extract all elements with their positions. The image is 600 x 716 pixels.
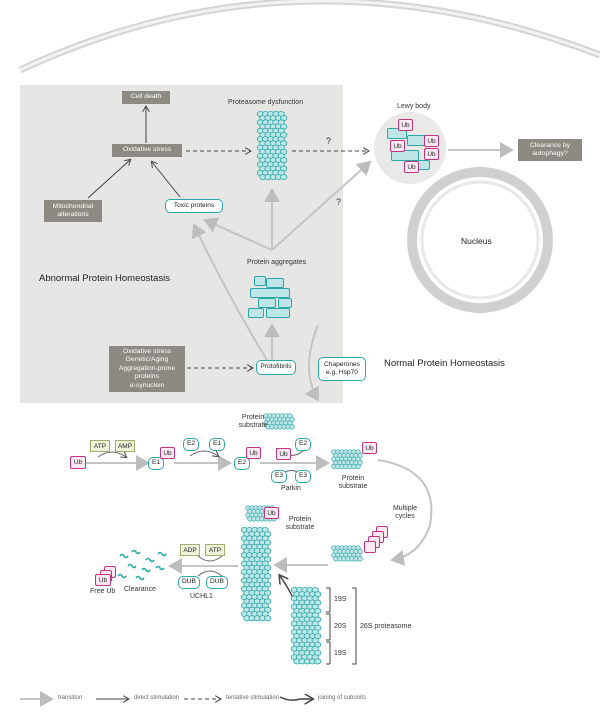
atp-box: ATP [90, 440, 110, 452]
peptide-fragment [127, 563, 137, 569]
lewy-inclusion [391, 150, 419, 161]
cause-synuclein: α-synuclein [129, 381, 165, 389]
cell-membrane-inner [19, 0, 600, 72]
active-proteasome-barrel [240, 527, 272, 622]
protein-aggregates-label: Protein aggregates [247, 259, 307, 266]
mitochondrial-box: Mitochondrial alterations [44, 200, 102, 222]
cause-aggregation: Aggregation-prone [118, 364, 176, 372]
peptide-fragment [117, 573, 127, 579]
amp-box: AMP [115, 440, 135, 452]
proteasome-dysfunction-barrel [256, 111, 288, 180]
e3-box-2: E3 [295, 470, 311, 483]
ub-substrate-mid: Ub [276, 448, 291, 460]
substrate-unit [289, 424, 295, 430]
cause-genetic: Genetic/Aging [125, 356, 169, 364]
lewy-inclusion [387, 128, 407, 139]
lewy-ub-tag: Ub [404, 161, 419, 173]
chaperones-box: Chaperones e.g. Hsp70 [318, 357, 366, 381]
proteasome-subunit [264, 615, 272, 622]
assembling-proteasome-barrel [290, 587, 322, 665]
question-mark-2: ? [336, 197, 342, 207]
parkin-label: Parkin [281, 485, 301, 492]
protein-substrate-label-right: Protein substrate [338, 475, 368, 490]
cell-death-box: Cell death [122, 91, 170, 104]
proteasome-26s-label: 26S proteasome [360, 623, 412, 630]
s19-top-label: 19S [334, 596, 347, 603]
causes-box: Oxidative stress Genetic/Aging Aggregati… [109, 346, 185, 392]
peptide-fragment [131, 549, 141, 555]
toxic-proteins-box: Toxic proteins [165, 199, 223, 213]
free-ub-label: Free Ub [90, 588, 116, 595]
e1-box-1: E1 [148, 457, 164, 470]
legend-tentative: tentative stimulation [226, 695, 280, 701]
substrate-unit [355, 463, 361, 470]
peptide-fragment [135, 575, 145, 581]
clearance-label: Clearance [124, 586, 156, 593]
dub-box-1: DUB [178, 576, 200, 589]
ub-proteasome-top: Ub [264, 507, 279, 519]
peptide-fragment [141, 567, 151, 573]
e2-box-2: E2 [234, 457, 250, 470]
legend-direct: direct stimulation [134, 695, 180, 701]
legend-joining: joining of subunits [318, 695, 367, 701]
free-ub-tag: Ub [95, 574, 111, 586]
protein-substrate-label-top: Protein substrate [238, 414, 268, 429]
s20-label: 20S [334, 623, 347, 630]
dub-box-2: DUB [206, 576, 228, 589]
peptide-fragment [145, 557, 155, 563]
peptide-fragment [157, 551, 167, 557]
e2-box-3: E2 [295, 438, 311, 451]
nucleus-ring-inner [420, 180, 540, 300]
lewy-ub-tag: Ub [424, 135, 439, 147]
legend-transition: transition [58, 695, 83, 701]
atp-box-2: ATP [205, 544, 225, 556]
peptide-fragment [155, 565, 165, 571]
lewy-ub-tag: Ub [390, 140, 405, 152]
protein-substrate-label-proteasome: Protein substrate [285, 516, 315, 531]
uchl1-label: UCHL1 [190, 593, 213, 600]
aggregate-shape [248, 308, 264, 318]
cause-oxidative: Oxidative stress [122, 347, 172, 355]
ub-on-substrate: Ub [362, 442, 377, 454]
ub-chain [364, 541, 376, 553]
aggregate-shape [250, 288, 290, 298]
protein-substrate-right [331, 449, 363, 470]
ub-start: Ub [70, 456, 86, 469]
cause-proteins: proteins [134, 373, 160, 381]
protofibrils-box: Protofibrils [256, 360, 296, 375]
aggregate-shape [266, 278, 284, 288]
aggregate-shape [254, 276, 266, 286]
peptide-fragment [119, 553, 129, 559]
e3-box-1: E3 [271, 470, 287, 483]
proteasome-subunit [280, 173, 288, 180]
aggregate-shape [278, 298, 292, 308]
lewy-ub-tag: Ub [398, 119, 413, 131]
ub-on-e2: Ub [246, 447, 261, 459]
proteasome-subunit [314, 658, 322, 665]
lewy-body-label: Lewy body [397, 103, 431, 110]
nucleus-label: Nucleus [461, 236, 492, 246]
ub-on-e1: Ub [160, 447, 175, 459]
lewy-ub-tag: Ub [424, 148, 439, 160]
normal-region-label: Normal Protein Homeostasis [384, 358, 505, 369]
nucleus-ring-outer [407, 167, 553, 313]
aggregate-shape [266, 308, 290, 318]
proteasome-dysfunction-label: Proteasome dysfunction [228, 99, 304, 106]
adp-box: ADP [180, 544, 200, 556]
abnormal-region-label: Abnormal Protein Homeostasis [39, 273, 170, 284]
substrate-unit [357, 556, 363, 562]
e2-box-1: E2 [183, 438, 199, 451]
protein-substrate-cycle [331, 545, 363, 562]
clearance-autophagy-box: Clearance by autophagy? [518, 139, 582, 161]
e1-box-2: E1 [209, 438, 225, 451]
aggregate-shape [258, 298, 276, 308]
multiple-cycles-label: Multiple cycles [392, 505, 418, 521]
protein-substrate-top [263, 413, 295, 430]
oxidative-stress-box: Oxidative stress [112, 144, 182, 157]
question-mark-1: ? [326, 136, 332, 146]
s19-bottom-label: 19S [334, 650, 347, 657]
